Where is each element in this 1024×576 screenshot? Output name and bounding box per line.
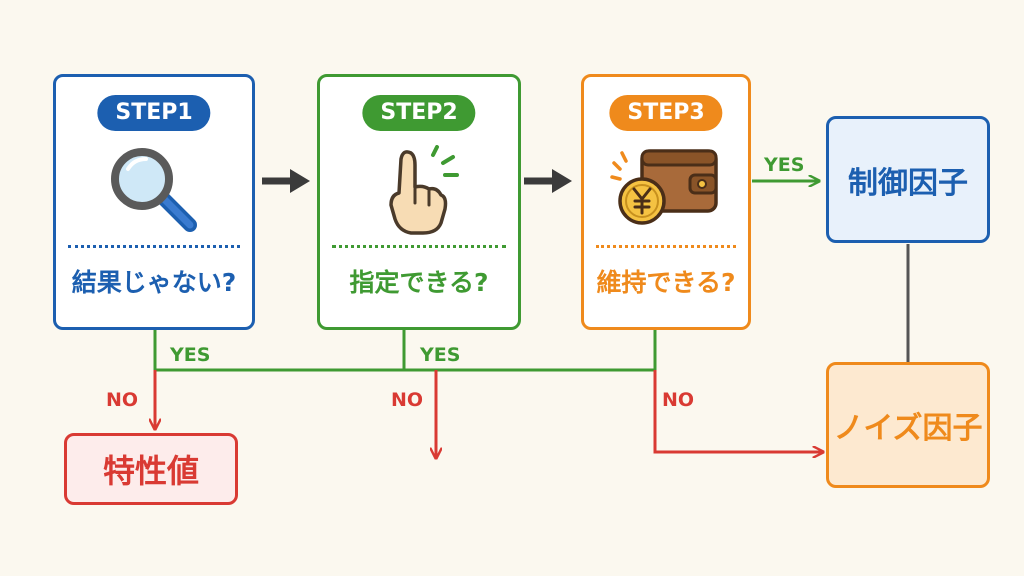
step1-badge: STEP1 bbox=[97, 95, 211, 131]
yes-label-step1: YES bbox=[170, 344, 211, 366]
yes-label-step2: YES bbox=[420, 344, 461, 366]
step2-badge: STEP2 bbox=[362, 95, 476, 131]
yes-line-step2 bbox=[402, 330, 657, 372]
no-arrow-step3 bbox=[653, 370, 822, 452]
step1-to-step2-arrow bbox=[262, 169, 310, 193]
step2-question: 指定できる? bbox=[349, 268, 489, 297]
characteristic-value-box: 特性値 bbox=[64, 433, 238, 505]
magnifier-icon bbox=[108, 145, 200, 239]
noise-factor-box: ノイズ因子 bbox=[826, 362, 990, 488]
step3-question: 維持できる? bbox=[596, 268, 736, 297]
pointing-hand-icon bbox=[373, 145, 465, 241]
step3-card: STEP3 維持できる? bbox=[581, 74, 751, 330]
step2-divider bbox=[332, 245, 506, 248]
yes-label-step3: YES bbox=[764, 154, 805, 176]
step1-card: STEP1 結果じゃない? bbox=[53, 74, 255, 330]
no-label-step1: NO bbox=[106, 389, 139, 411]
no-label-step3: NO bbox=[662, 389, 695, 411]
step1-question: 結果じゃない? bbox=[71, 268, 237, 297]
step2-to-step3-arrow bbox=[524, 169, 572, 193]
step1-divider bbox=[68, 245, 240, 248]
no-label-step2: NO bbox=[391, 389, 424, 411]
step2-card: STEP2 指定できる? bbox=[317, 74, 521, 330]
control-factor-box: 制御因子 bbox=[826, 116, 990, 243]
step3-divider bbox=[596, 245, 736, 248]
wallet-yen-icon bbox=[608, 145, 724, 235]
step3-badge: STEP3 bbox=[609, 95, 723, 131]
